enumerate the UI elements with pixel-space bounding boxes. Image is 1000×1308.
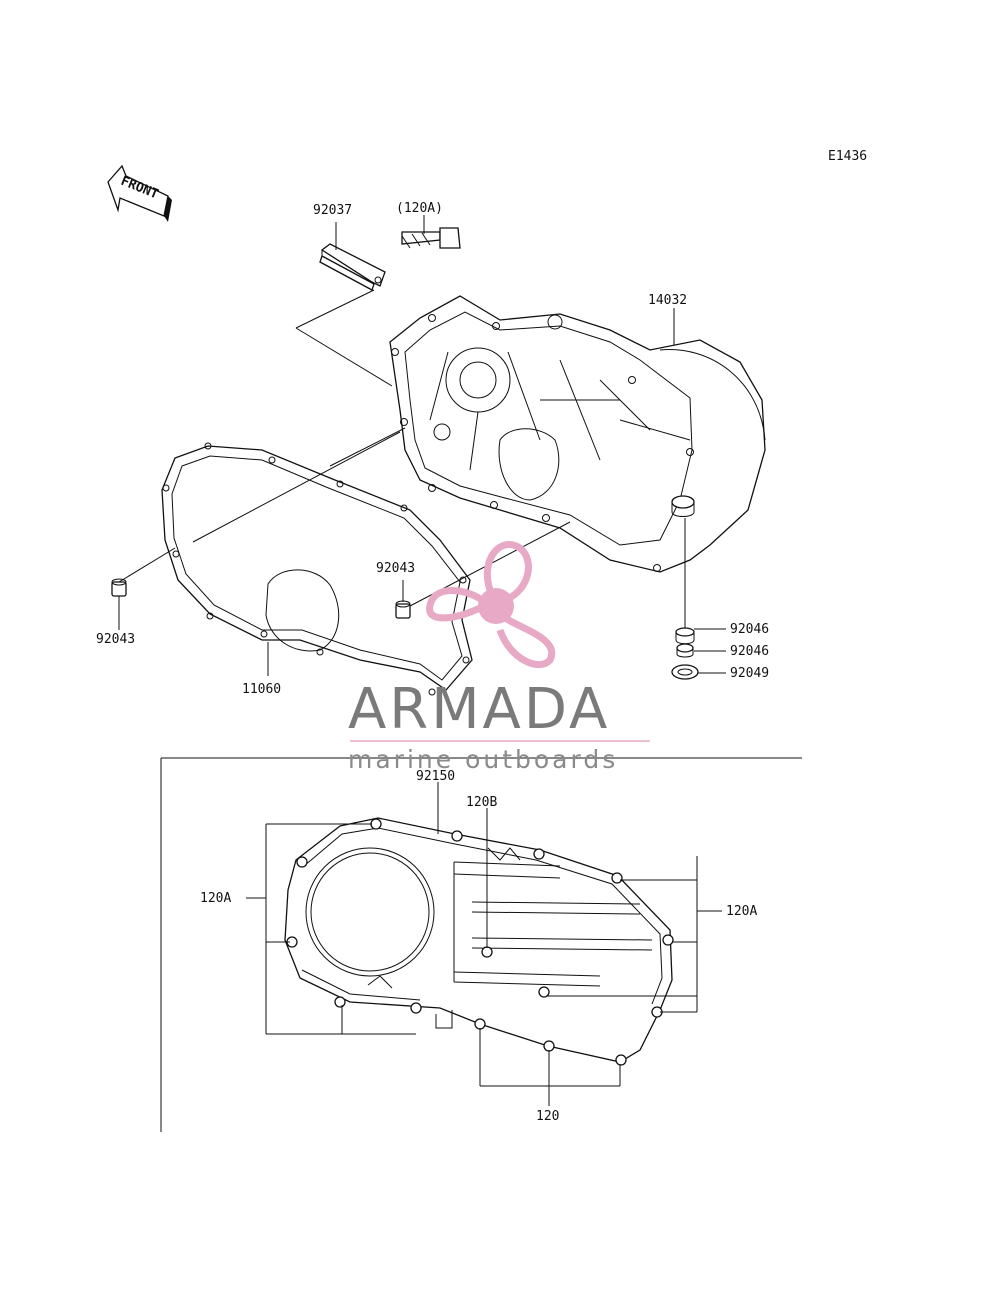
sub-assembly-frame [160, 757, 802, 1132]
oil-seal-92049 [671, 664, 699, 680]
collar-92046-a [675, 627, 695, 645]
label-92049: 92049 [730, 666, 769, 681]
label-120: 120 [536, 1109, 559, 1124]
label-92043-left: 92043 [96, 632, 135, 647]
bolt-120a-top [401, 227, 461, 249]
label-92037: 92037 [313, 203, 352, 218]
label-92046-b: 92046 [730, 644, 769, 659]
watermark-brand: ARMADA [348, 677, 610, 742]
diagram-code: E1436 [828, 149, 867, 164]
leader-lines-lower [246, 782, 722, 1106]
label-120a-paren: (120A) [396, 201, 443, 216]
cover-gasket [161, 442, 473, 696]
outer-cover [284, 817, 674, 1066]
dowel-pin-mid [395, 600, 411, 619]
bracket-92037 [319, 243, 386, 291]
leader-lines-upper [118, 215, 726, 676]
label-120b: 120B [466, 795, 497, 810]
label-92046-a: 92046 [730, 622, 769, 637]
label-11060: 11060 [242, 682, 281, 697]
label-92150: 92150 [416, 769, 455, 784]
armada-watermark: ARMADA marine outboards [348, 541, 650, 774]
crankcase-cover [389, 295, 766, 573]
propeller-logo-icon [426, 541, 556, 669]
watermark-tagline: marine outboards [348, 745, 618, 774]
label-120a-right: 120A [726, 904, 757, 919]
label-92043-mid: 92043 [376, 561, 415, 576]
collar-92046-b [676, 643, 694, 658]
label-14032: 14032 [648, 293, 687, 308]
label-120a-left: 120A [200, 891, 231, 906]
front-arrow-icon: FRONT [107, 164, 172, 222]
